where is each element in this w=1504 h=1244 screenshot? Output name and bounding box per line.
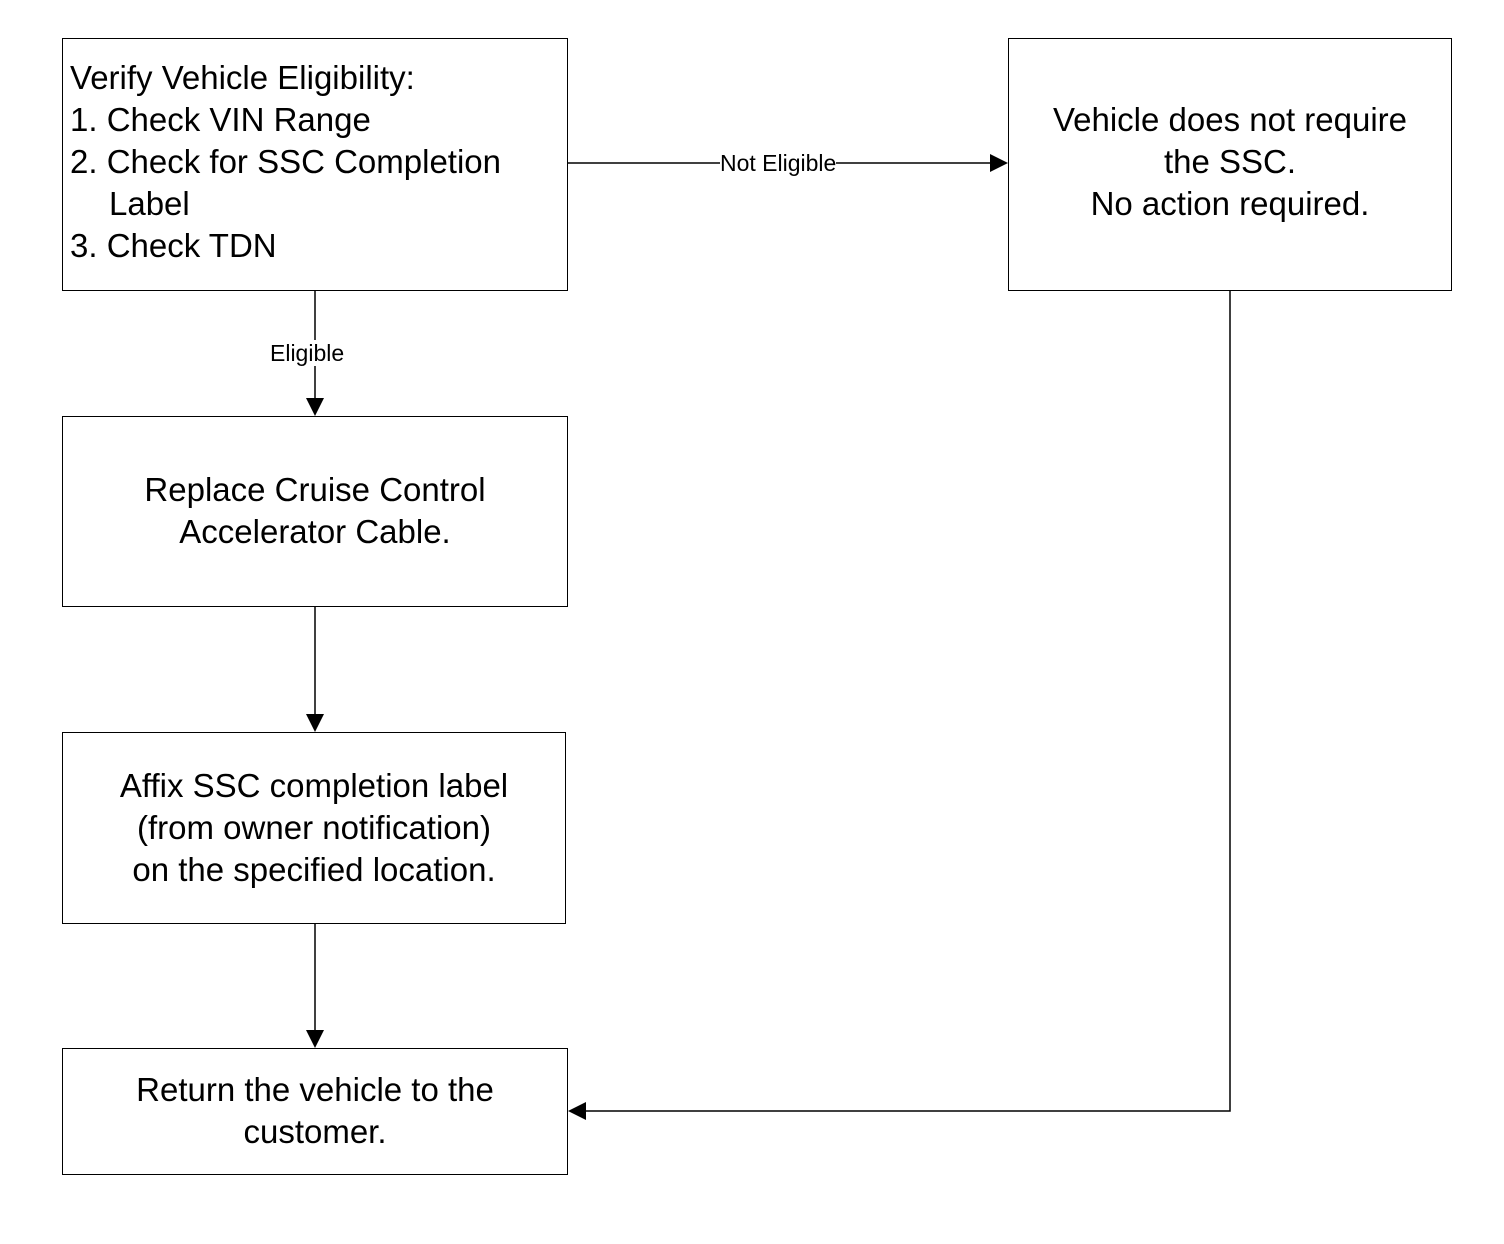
affix-line-2: (from owner notification) bbox=[137, 809, 491, 846]
node-return-vehicle: Return the vehicle to the customer. bbox=[62, 1048, 568, 1175]
edge-label-not-eligible: Not Eligible bbox=[720, 150, 837, 176]
noaction-line-2: the SSC. bbox=[1163, 143, 1297, 180]
verify-step-2: 2. Check for SSC Completion bbox=[70, 143, 502, 180]
edge-replace-to-affix bbox=[306, 607, 324, 732]
verify-title: Verify Vehicle Eligibility: bbox=[70, 59, 415, 96]
node-replace-cable: Replace Cruise Control Accelerator Cable… bbox=[62, 416, 568, 607]
return-line-2: customer. bbox=[243, 1113, 387, 1150]
arrowhead-icon bbox=[568, 1102, 586, 1120]
node-verify-eligibility: Verify Vehicle Eligibility: 1. Check VIN… bbox=[62, 38, 568, 291]
edge-label-eligible: Eligible bbox=[270, 340, 345, 366]
affix-line-1: Affix SSC completion label bbox=[119, 767, 509, 804]
arrowhead-icon bbox=[306, 398, 324, 416]
replace-line-1: Replace Cruise Control bbox=[144, 471, 486, 508]
replace-line-2: Accelerator Cable. bbox=[179, 513, 451, 550]
node-affix-label: Affix SSC completion label (from owner n… bbox=[62, 732, 566, 924]
noaction-line-1: Vehicle does not require bbox=[1052, 101, 1408, 138]
verify-step-3: 3. Check TDN bbox=[70, 227, 277, 264]
edge-affix-to-return bbox=[306, 924, 324, 1048]
arrowhead-icon bbox=[990, 154, 1008, 172]
arrowhead-icon bbox=[306, 714, 324, 732]
noaction-line-3: No action required. bbox=[1090, 185, 1370, 222]
verify-step-1: 1. Check VIN Range bbox=[70, 101, 371, 138]
edge-noaction-to-return bbox=[568, 291, 1231, 1120]
arrowhead-icon bbox=[306, 1030, 324, 1048]
node-no-action-required: Vehicle does not require the SSC. No act… bbox=[1008, 38, 1452, 291]
return-line-1: Return the vehicle to the bbox=[136, 1071, 494, 1108]
affix-line-3: on the specified location. bbox=[132, 851, 496, 888]
verify-step-2-cont: Label bbox=[109, 185, 190, 222]
